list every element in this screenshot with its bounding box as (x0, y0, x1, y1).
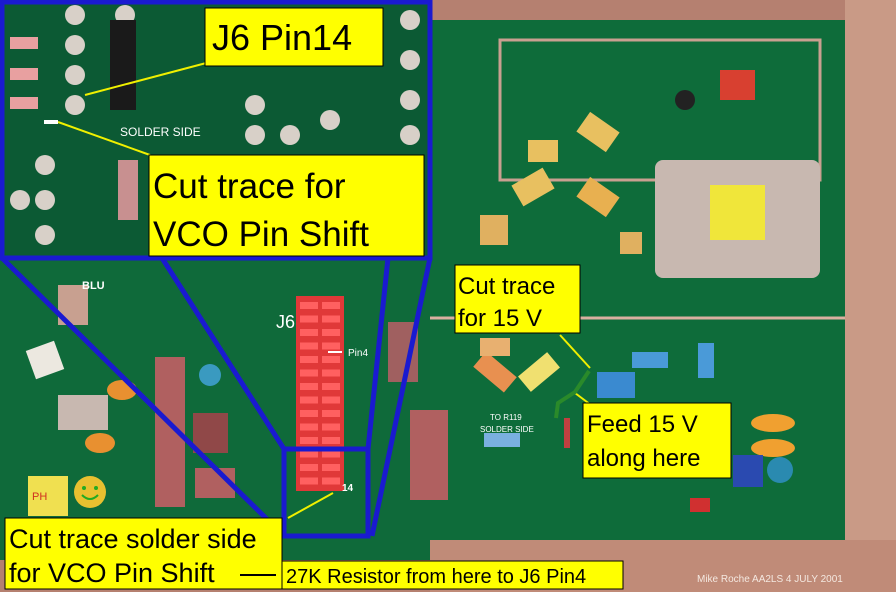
connector-pin (300, 410, 318, 417)
pin14-label: 14 (342, 483, 354, 494)
magnifier-target-box (281, 446, 371, 539)
connector-pin (300, 356, 318, 363)
connector-pin (300, 302, 318, 309)
svg-text:27K Resistor from here to J6 P: 27K Resistor from here to J6 Pin4 (286, 566, 586, 588)
solder-pad (65, 95, 85, 115)
svg-text:VCO Pin Shift: VCO Pin Shift (153, 215, 369, 254)
j6-label: J6 (276, 312, 295, 332)
solder-pad (400, 125, 420, 145)
magnifier-lines (0, 256, 433, 539)
svg-text:Cut trace: Cut trace (458, 273, 555, 300)
callout-feed-15v: Feed 15 V along here (582, 402, 732, 479)
solder-pad (10, 190, 30, 210)
connector-pin (322, 464, 340, 471)
solder-pad (280, 125, 300, 145)
smiley-icon (74, 476, 106, 508)
ph-label: PH (32, 491, 47, 503)
connector-pin (300, 315, 318, 323)
chassis-wall (845, 0, 896, 592)
ic-right (410, 410, 448, 500)
to-r119-label: TO R119 (490, 413, 522, 422)
connector-pin (322, 329, 340, 336)
to-r119-side-label: SOLDER SIDE (480, 425, 534, 434)
connector-pin (300, 450, 318, 458)
connector-pin (300, 396, 318, 404)
connector-pin (322, 315, 340, 323)
solder-pad (65, 65, 85, 85)
svg-text:Feed 15 V: Feed 15 V (587, 411, 698, 438)
connector-pin (300, 464, 318, 471)
svg-text:Cut trace solder side: Cut trace solder side (9, 524, 257, 554)
solder-pad (35, 155, 55, 175)
connector-pin (322, 302, 340, 309)
solder-pad (65, 5, 85, 25)
solder-pad (320, 110, 340, 130)
solder-pad (400, 90, 420, 110)
connector-pin (300, 342, 318, 350)
inset-frame (0, 0, 433, 261)
connector-pin (322, 356, 340, 363)
solder-pad (400, 50, 420, 70)
blu-label: BLU (82, 280, 105, 292)
svg-text:for 15 V: for 15 V (458, 305, 542, 332)
connector-pin (300, 383, 318, 390)
signature: Mike Roche AA2LS 4 JULY 2001 (697, 574, 843, 585)
callout-cut-trace-solder-side: Cut trace solder side for VCO Pin Shift (4, 517, 283, 590)
connector-pin (300, 437, 318, 444)
solder-pad (245, 95, 265, 115)
connector-pin (322, 342, 340, 350)
connector-pin (322, 477, 340, 485)
connector-pin (322, 396, 340, 404)
callout-cut-trace-vco: Cut trace for VCO Pin Shift (148, 154, 425, 257)
connector-pin (322, 423, 340, 431)
connector-pin (322, 437, 340, 444)
callout-j6-pin14: J6 Pin14 (204, 7, 384, 67)
connector-pin (322, 369, 340, 377)
solder-pad (35, 190, 55, 210)
callout-27k-resistor: 27K Resistor from here to J6 Pin4 (281, 560, 624, 590)
solder-side-label: SOLDER SIDE (120, 125, 201, 139)
solder-pad (245, 125, 265, 145)
connector-pin (322, 383, 340, 390)
connector-pin (300, 329, 318, 336)
connector-pin (300, 423, 318, 431)
connector-pin (322, 410, 340, 417)
connector-pin (322, 450, 340, 458)
connector-pin (300, 369, 318, 377)
solder-pad (400, 10, 420, 30)
svg-text:for VCO Pin Shift: for VCO Pin Shift (9, 558, 215, 588)
svg-text:along here: along here (587, 445, 700, 472)
solder-pad (35, 225, 55, 245)
connector-pin (300, 477, 318, 485)
j6-connector (296, 296, 344, 491)
svg-text:Cut trace for: Cut trace for (153, 167, 346, 206)
solder-pad (65, 35, 85, 55)
callout-cut-trace-15v: Cut trace for 15 V (454, 264, 581, 334)
pin4-label: Pin4 (348, 348, 368, 359)
svg-text:J6 Pin14: J6 Pin14 (212, 17, 352, 58)
